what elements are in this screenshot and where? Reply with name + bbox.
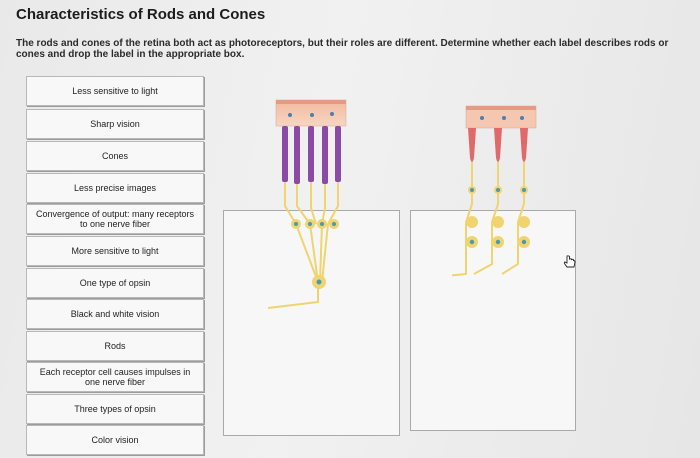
rod-outer-segment <box>308 126 314 182</box>
cone-outer-segment <box>520 128 528 162</box>
cone-outer-segment <box>494 128 502 162</box>
pigment-layer <box>275 99 347 127</box>
cones-diagram <box>452 105 537 277</box>
draggable-label[interactable]: Sharp vision <box>26 109 204 139</box>
instructions-text: The rods and cones of the retina both ac… <box>16 38 669 60</box>
draggable-label[interactable]: Color vision <box>26 425 204 455</box>
rod-outer-segment <box>322 126 328 184</box>
draggable-label[interactable]: Black and white vision <box>26 299 204 329</box>
draggable-label[interactable]: Each receptor cell causes impulses in on… <box>26 362 204 392</box>
draggable-label[interactable]: Three types of opsin <box>26 394 204 424</box>
draggable-label[interactable]: More sensitive to light <box>26 236 204 266</box>
cone-outer-segment <box>468 128 476 162</box>
rod-outer-segment <box>335 126 341 182</box>
draggable-label[interactable]: Cones <box>26 141 204 171</box>
hand-cursor-icon <box>563 255 576 268</box>
draggable-label[interactable]: Less sensitive to light <box>26 76 204 106</box>
draggable-label[interactable]: Convergence of output: many receptors to… <box>26 204 204 234</box>
draggable-label[interactable]: One type of opsin <box>26 268 204 298</box>
draggable-label[interactable]: Less precise images <box>26 173 204 203</box>
rods-diagram <box>267 99 347 309</box>
rods-drop-box[interactable] <box>223 210 400 436</box>
draggable-label[interactable]: Rods <box>26 331 204 361</box>
rod-outer-segment <box>282 126 288 182</box>
rod-outer-segment <box>294 126 300 184</box>
page-title: Characteristics of Rods and Cones <box>16 6 266 23</box>
